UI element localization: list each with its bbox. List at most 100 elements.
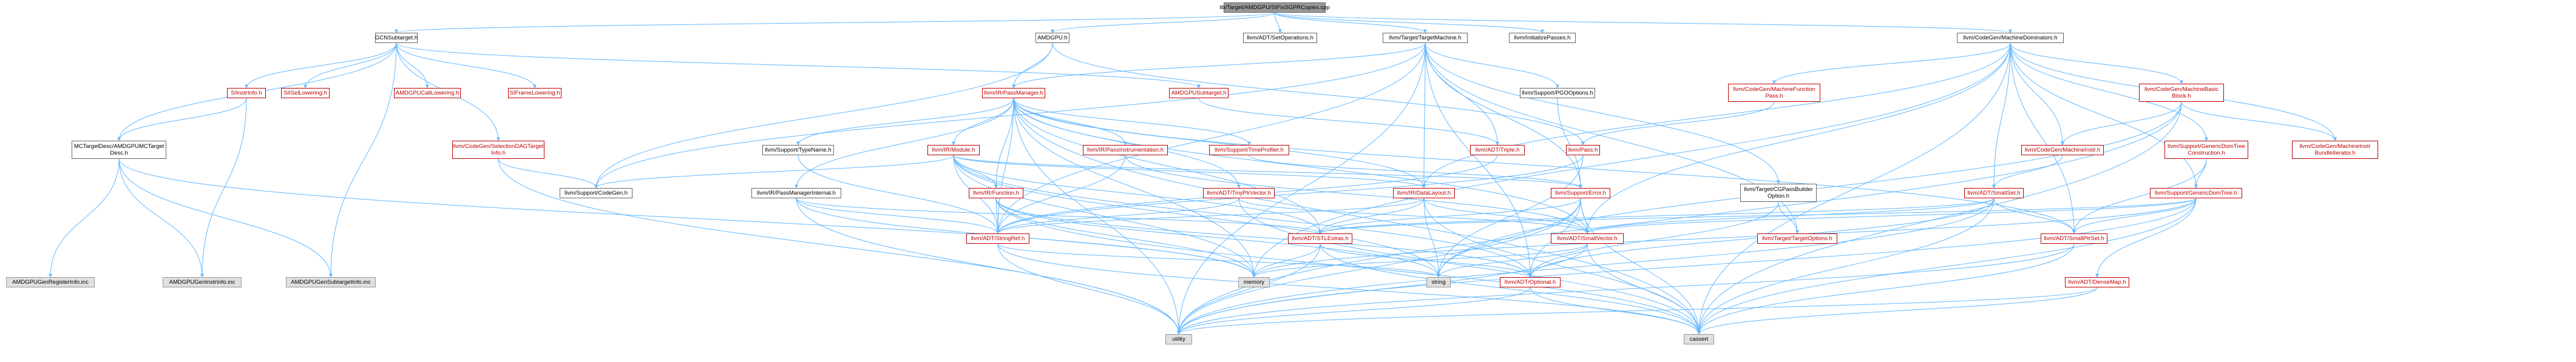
edge-mdom-to-cassert [1697, 42, 2011, 335]
node-stringref[interactable]: llvm/ADT/StringRef.h [966, 233, 1029, 244]
edge-tm-to-cgpass [1425, 42, 1780, 184]
edge-error-to-utility [1177, 198, 1581, 335]
node-label: SIInstrInfo.h [231, 90, 262, 96]
node-label: llvm/ADT/DenseMap.h [2068, 279, 2126, 286]
node-label: AMDGPUGenInstrInfo.inc [169, 279, 236, 286]
node-gcnsub[interactable]: GCNSubtarget.h [375, 33, 418, 43]
node-label: llvm/Target/TargetMachine.h [1389, 35, 1462, 41]
edge-error-to-string [1437, 198, 1581, 278]
node-tinyptr[interactable]: llvm/ADT/TinyPtrVector.h [1203, 188, 1275, 198]
node-amdgpuh[interactable]: AMDGPU.h [1035, 33, 1069, 43]
node-label: AMDGPUCallLowering.h [395, 90, 459, 96]
node-seldag[interactable]: llvm/CodeGen/SelectionDAGTarget Info.h [452, 141, 544, 159]
edge-mfp-to-pass [1581, 101, 1775, 146]
edge-smallset-to-utility [1177, 198, 1995, 335]
edge-module-to-codegen [594, 155, 954, 189]
edge-mbb-to-utility [1177, 101, 2182, 335]
node-module[interactable]: llvm/IR/Module.h [927, 145, 980, 155]
node-initpasses[interactable]: llvm/InitializePasses.h [1509, 33, 1576, 43]
node-root[interactable]: lib/Target/AMDGPU/SIFixSGPRCopies.cpp [1219, 2, 1330, 13]
edge-smallvec-to-string [1437, 243, 1588, 278]
edge-root-to-amdgpuh [1051, 12, 1275, 33]
node-optional[interactable]: llvm/ADT/Optional.h [1500, 277, 1561, 287]
edge-mdom-to-datalayout [1422, 42, 2011, 189]
node-smallptrset[interactable]: llvm/ADT/SmallPtrSet.h [2041, 233, 2107, 244]
node-label: llvm/CodeGen/MachineInstr BundleIterator… [2299, 143, 2371, 156]
node-stlextras[interactable]: llvm/ADT/STLExtras.h [1288, 233, 1352, 244]
node-setops[interactable]: llvm/ADT/SetOperations.h [1243, 33, 1317, 43]
edge-passmgr-to-timeprof [1013, 98, 1251, 146]
node-mbb[interactable]: llvm/CodeGen/MachineBasic Block.h [2139, 84, 2224, 102]
node-tm[interactable]: llvm/Target/TargetMachine.h [1383, 33, 1468, 43]
node-passmgr[interactable]: llvm/IR/PassManager.h [982, 88, 1045, 98]
node-label: llvm/Target/CGPassBuilder Option.h [1744, 186, 1813, 199]
edge-smallvec-to-utility [1177, 243, 1588, 335]
node-triple[interactable]: llvm/ADT/Triple.h [1470, 145, 1525, 155]
node-amdsub[interactable]: AMDGPUSubtarget.h [1169, 88, 1229, 98]
edge-datalayout-to-string [1423, 198, 1440, 278]
edge-module-to-string [953, 155, 1440, 278]
node-mctd[interactable]: MCTargetDesc/AMDGPUMCTarget Desc.h [72, 141, 166, 159]
edge-smallvec-to-memory [1252, 243, 1588, 278]
node-passinst[interactable]: llvm/IR/PassInstrumentation.h [1083, 145, 1168, 155]
node-label: llvm/IR/PassInstrumentation.h [1086, 147, 1164, 153]
edge-stlextras-to-cassert [1320, 243, 1701, 335]
node-label: llvm/Support/CodeGen.h [564, 190, 628, 196]
node-gdtc[interactable]: llvm/Support/GenericDomTree Construction… [2164, 141, 2248, 159]
node-cgpass[interactable]: llvm/Target/CGPassBuilder Option.h [1740, 184, 1817, 202]
node-siinstr[interactable]: SIInstrInfo.h [227, 88, 266, 98]
edge-siinstr-to-geninstr [200, 98, 247, 278]
node-label: llvm/IR/Function.h [972, 190, 1020, 196]
node-pass[interactable]: llvm/Pass.h [1566, 145, 1600, 155]
edge-mbb-to-mibf [2181, 101, 2337, 141]
edge-amdgpuh-to-codegen [594, 42, 1053, 189]
node-smallset[interactable]: llvm/ADT/SmallSet.h [1964, 188, 2024, 198]
node-densemap[interactable]: llvm/ADT/DenseMap.h [2065, 277, 2129, 287]
node-pmi[interactable]: llvm/IR/PassManagerInternal.h [751, 188, 841, 198]
node-callow[interactable]: AMDGPUCallLowering.h [394, 88, 461, 98]
edge-gcnsub-to-siisel [303, 42, 397, 89]
node-gdt[interactable]: llvm/Support/GenericDomTree.h [2150, 188, 2242, 198]
node-timeprof[interactable]: llvm/Support/TimeProfiler.h [1209, 145, 1289, 155]
edge-gcnsub-to-amdsub [396, 42, 1201, 89]
edge-seldag-to-codegen [498, 158, 598, 189]
node-label: llvm/IR/PassManager.h [984, 90, 1043, 96]
node-siisel[interactable]: SIISelLowering.h [281, 88, 330, 98]
node-sifl[interactable]: SIFrameLowering.h [508, 88, 561, 98]
node-label: llvm/ADT/SetOperations.h [1247, 35, 1313, 41]
edge-stlextras-to-utility [1177, 243, 1321, 335]
edge-tinyptr-to-smallvec [1238, 198, 1589, 234]
edge-function-to-memory [995, 198, 1256, 278]
node-label: llvm/ADT/SmallSet.h [1967, 190, 2021, 196]
edge-gdt-to-smallptrset [2072, 198, 2197, 234]
node-smallvec[interactable]: llvm/ADT/SmallVector.h [1551, 233, 1624, 244]
node-mibf[interactable]: llvm/CodeGen/MachineInstr BundleIterator… [2292, 141, 2378, 159]
edge-passmgr-to-smallvec [1013, 98, 1589, 234]
edge-stringref-to-utility [997, 243, 1181, 335]
node-function[interactable]: llvm/IR/Function.h [969, 188, 1023, 198]
node-cassert: cassert [1684, 334, 1714, 344]
node-codegen[interactable]: llvm/Support/CodeGen.h [560, 188, 632, 198]
edge-typename-to-stringref [798, 155, 1000, 234]
edge-tm-to-targetopts [1425, 42, 1799, 234]
node-label: llvm/InitializePasses.h [1514, 35, 1571, 41]
edge-tm-to-passmgr [1012, 42, 1426, 89]
edge-smallset-to-smallptrset [1993, 198, 2076, 234]
node-minstr[interactable]: llvm/CodeGen/MachineInstr.h [2021, 145, 2104, 155]
edge-optional-to-cassert [1530, 287, 1701, 335]
node-label: llvm/ADT/SmallVector.h [1557, 235, 1618, 242]
edge-datalayout-to-smallvec [1423, 198, 1589, 234]
edge-siinstr-to-mctd [117, 98, 247, 141]
node-typename[interactable]: llvm/Support/TypeName.h [762, 145, 834, 155]
node-error[interactable]: llvm/Support/Error.h [1551, 188, 1610, 198]
edge-passmgr-to-function [994, 98, 1014, 189]
edge-passinst-to-stringref [996, 155, 1126, 234]
node-pgo[interactable]: llvm/Support/PGOOptions.h [1520, 88, 1595, 98]
node-datalayout[interactable]: llvm/IR/DataLayout.h [1393, 188, 1455, 198]
node-mfp[interactable]: llvm/CodeGen/MachineFunction Pass.h [1728, 84, 1820, 102]
node-targetopts[interactable]: llvm/Target/TargetOptions.h [1757, 233, 1837, 244]
node-label: cassert [1689, 336, 1709, 343]
edge-pass-to-stringref [996, 155, 1584, 234]
node-mdom[interactable]: llvm/CodeGen/MachineDominators.h [1957, 33, 2064, 43]
edge-datalayout-to-stlextras [1318, 198, 1425, 234]
